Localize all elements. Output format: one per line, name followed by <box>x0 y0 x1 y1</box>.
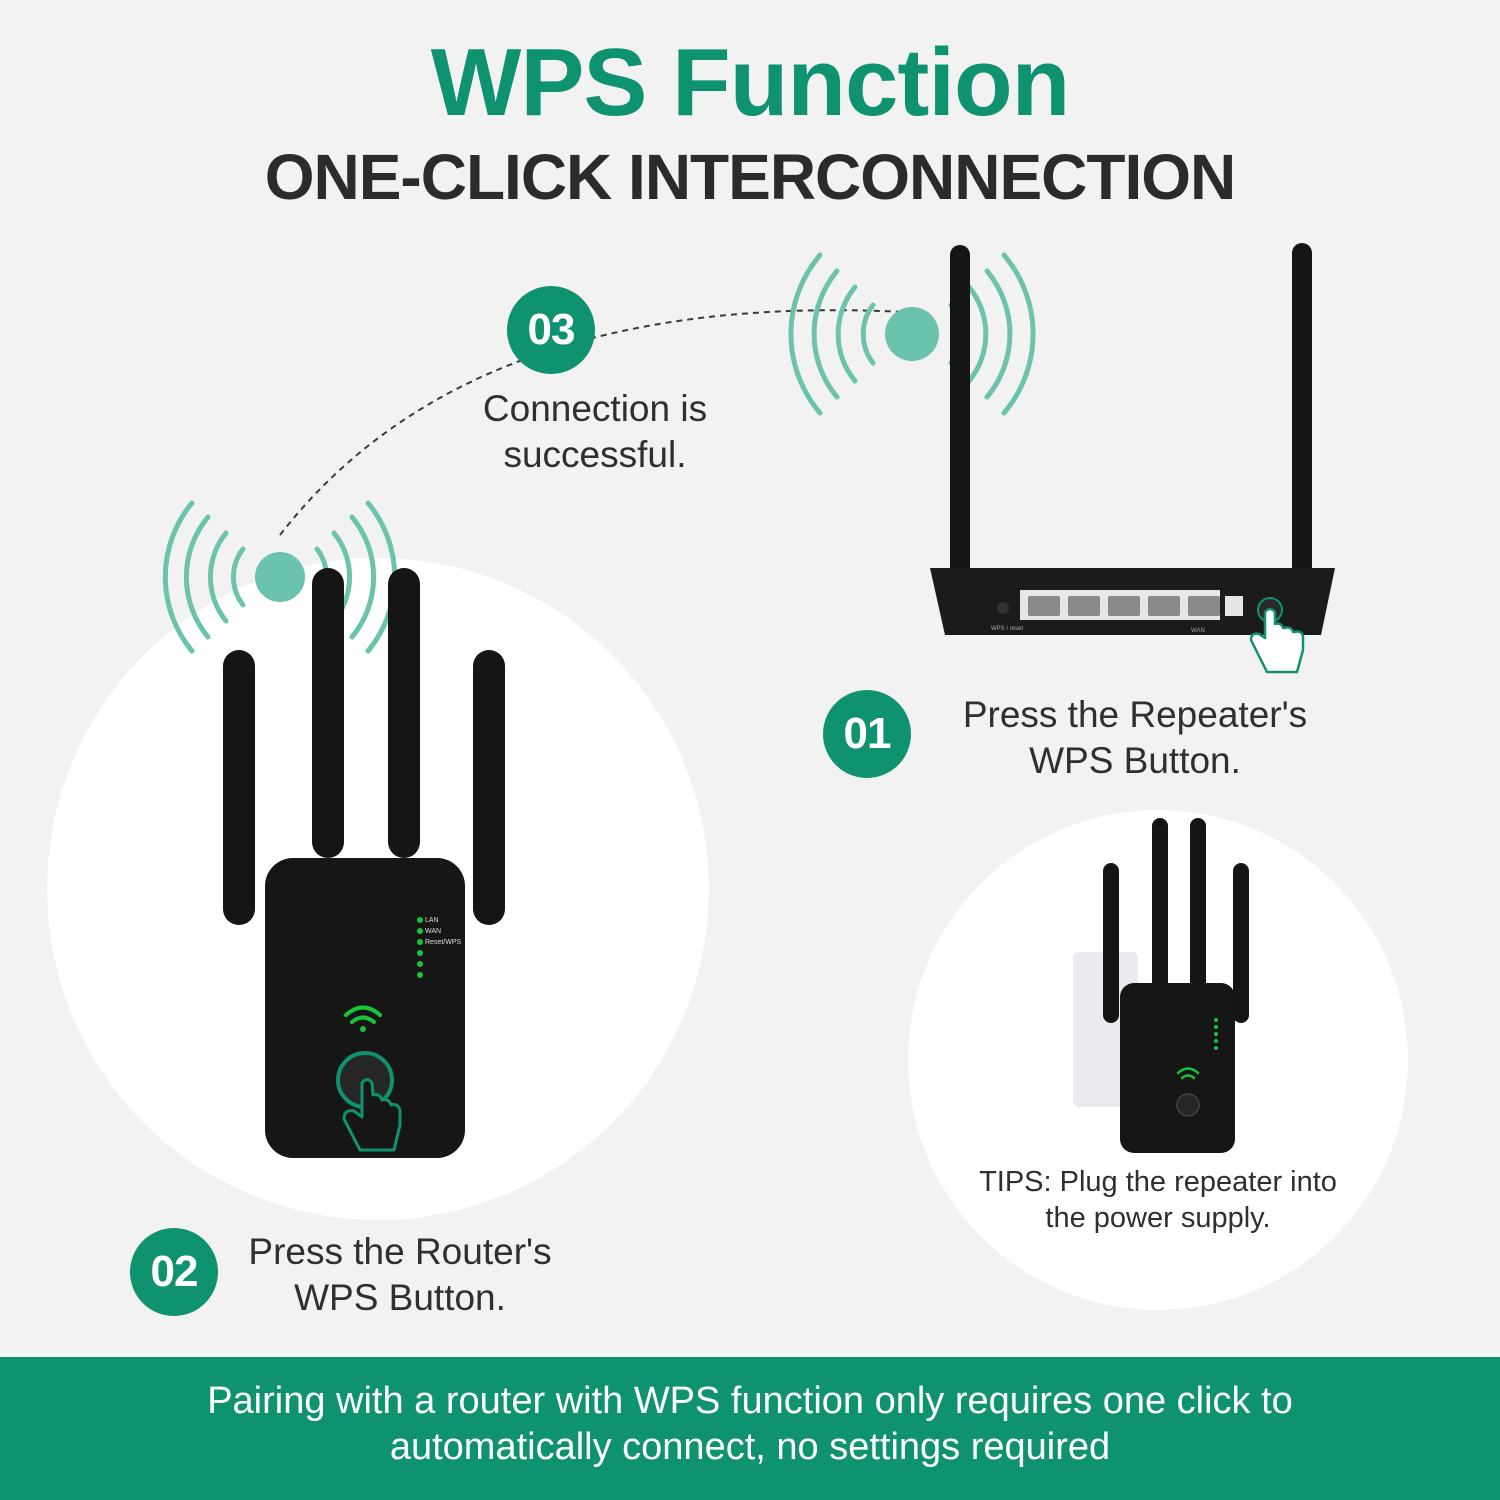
page-title: WPS Function <box>430 29 1071 136</box>
small-repeater-body <box>1120 983 1235 1153</box>
step-01-badge: 01 <box>823 690 911 778</box>
router-label-wps-reset: WPS / reset <box>991 626 1023 632</box>
step-02-text: Press the Router's WPS Button. <box>248 1231 552 1318</box>
footer-text: Pairing with a router with WPS function … <box>207 1380 1293 1468</box>
router-image: WPS / reset WAN <box>930 243 1335 674</box>
footer-banner <box>0 1357 1500 1500</box>
wifi-led-icon <box>344 1005 382 1032</box>
hand-pointer-icon <box>342 1078 402 1152</box>
step-02-badge: 02 <box>130 1228 218 1316</box>
repeater-antenna-2 <box>312 568 344 858</box>
hand-pointer-icon <box>1249 607 1305 674</box>
router-antenna-left <box>950 245 970 585</box>
repeater-image: LAN WAN Reset/WPS <box>223 568 505 1158</box>
repeater-antenna-1 <box>223 650 255 925</box>
tips-text: TIPS: Plug the repeater into the power s… <box>979 1166 1337 1234</box>
step-01-text: Press the Repeater's WPS Button. <box>962 694 1308 781</box>
repeater-antenna-4 <box>473 650 505 925</box>
led-label-wan: WAN <box>425 928 441 935</box>
repeater-antenna-3 <box>388 568 420 858</box>
step-03-badge: 03 <box>507 286 595 374</box>
router-antenna-right <box>1292 243 1312 583</box>
router-label-wan: WAN <box>1191 628 1205 634</box>
led-label-reset-wps: Reset/WPS <box>425 939 462 946</box>
led-label-lan: LAN <box>425 917 439 924</box>
page-subtitle: ONE-CLICK INTERCONNECTION <box>264 141 1237 213</box>
repeater-led-indicators <box>417 917 423 978</box>
repeater-wall-image <box>1073 818 1249 1153</box>
step-03-text: Connection is successful. <box>482 388 708 475</box>
